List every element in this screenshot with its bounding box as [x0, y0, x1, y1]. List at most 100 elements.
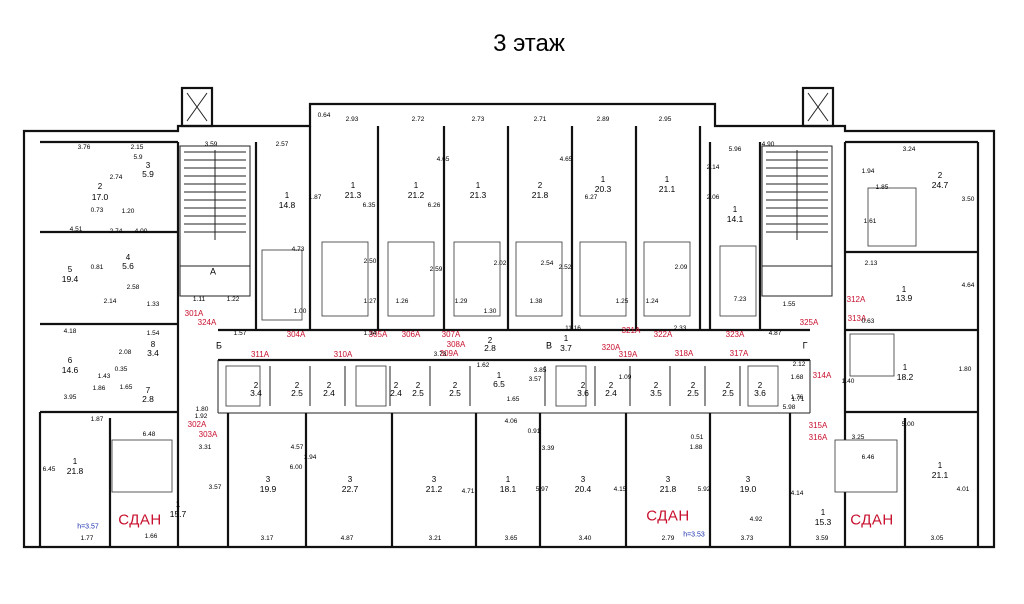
dimension-label: 4.92 [749, 515, 763, 523]
dimension-label: 3.40 [578, 534, 592, 542]
dimension-label: 1.88 [689, 443, 703, 451]
dimension-label: 2.74 [109, 227, 123, 235]
unit-code: 319А [618, 350, 638, 359]
dimension-label: 2.73 [471, 115, 485, 123]
room-number: 1 [496, 371, 502, 380]
room-number: 2 [393, 381, 399, 390]
dimension-label: 1.77 [80, 534, 94, 542]
room-area: 14.1 [726, 213, 744, 224]
dimension-label: 1.92 [194, 412, 208, 420]
room-number: 3 [265, 475, 271, 484]
ceiling-height: h=3.57 [77, 523, 99, 531]
unit-code: 307А [441, 330, 461, 339]
dimension-label: 3.76 [77, 143, 91, 151]
room-area: 2.5 [291, 387, 303, 398]
dimension-label: 3.17 [260, 534, 274, 542]
dimension-label: 3.73 [433, 350, 447, 358]
dimension-label: 1.65 [506, 395, 520, 403]
dimension-label: 5.92 [697, 485, 711, 493]
unit-code: 325А [799, 318, 819, 327]
room-number: 2 [608, 381, 614, 390]
corridor-label-g: Г [802, 340, 808, 351]
dimension-label: 3.59 [815, 534, 829, 542]
dimension-label: 1.22 [226, 295, 240, 303]
room-number: 3 [665, 475, 671, 484]
dimension-label: 6.27 [584, 193, 598, 201]
dimension-label: 4.71 [461, 487, 475, 495]
room-number: 2 [415, 381, 421, 390]
dimension-label: 2.72 [411, 115, 425, 123]
dimension-label: 1.20 [121, 207, 135, 215]
dimension-label: 2.15 [130, 143, 144, 151]
room-number: 1 [664, 175, 670, 184]
room-number: 3 [347, 475, 353, 484]
unit-code: 312А [846, 295, 866, 304]
room-area: 3.6 [577, 387, 589, 398]
dimension-label: 1.57 [233, 329, 247, 337]
dimension-label: 3.57 [528, 375, 542, 383]
room-area: 19.9 [259, 483, 277, 494]
dimension-label: 4.15 [613, 485, 627, 493]
room-number: 2 [725, 381, 731, 390]
room-number: 1 [505, 475, 511, 484]
dimension-label: 3.95 [63, 393, 77, 401]
dimension-label: 1.11 [192, 295, 206, 303]
room-area: 3.4 [250, 387, 262, 398]
room-area: 15.7 [169, 508, 187, 519]
room-area: 20.3 [594, 183, 612, 194]
dimension-label: 6.00 [289, 463, 303, 471]
dimension-label: 4.06 [504, 417, 518, 425]
dimension-label: 0.35 [114, 365, 128, 373]
room-area: 20.4 [574, 483, 592, 494]
dimension-label: 3.59 [204, 140, 218, 148]
room-number: 3 [745, 475, 751, 484]
room-number: 8 [150, 340, 156, 349]
room-area: 21.1 [658, 183, 676, 194]
dimension-label: 4.90 [761, 140, 775, 148]
dimension-label: 1.27 [363, 297, 377, 305]
room-area: 22.7 [341, 483, 359, 494]
dimension-label: 1.61 [863, 217, 877, 225]
dimension-label: 2.54 [540, 259, 554, 267]
room-number: 2 [452, 381, 458, 390]
room-area: 2.4 [390, 387, 402, 398]
room-area: 18.1 [499, 483, 517, 494]
dimension-label: 2.50 [363, 257, 377, 265]
room-area: 2.4 [323, 387, 335, 398]
dimension-label: 2.06 [706, 193, 720, 201]
room-area: 2.5 [722, 387, 734, 398]
dimension-label: 11.16 [565, 324, 581, 332]
room-number: 2 [690, 381, 696, 390]
dimension-label: 2.33 [673, 324, 687, 332]
dimension-label: 1.34 [363, 329, 377, 337]
dimension-label: 5.00 [901, 420, 915, 428]
room-number: 5 [67, 265, 73, 274]
unit-code: 303А [198, 430, 218, 439]
unit-code: 311А [250, 350, 270, 359]
room-area: 14.8 [278, 199, 296, 210]
sold-label: СДАН [646, 507, 690, 525]
dimension-label: 6.26 [427, 201, 441, 209]
dimension-label: 2.09 [674, 263, 688, 271]
room-area: 2.5 [449, 387, 461, 398]
dimension-label: 3.50 [961, 195, 975, 203]
room-area: 3.7 [560, 342, 572, 353]
dimension-label: 4.00 [134, 227, 148, 235]
room-number: 1 [820, 508, 826, 517]
dimension-label: 2.95 [658, 115, 672, 123]
room-number: 2 [97, 182, 103, 191]
dimension-label: 1.80 [958, 365, 972, 373]
room-number: 1 [732, 205, 738, 214]
unit-code: 321А [621, 326, 641, 335]
room-area: 2.5 [412, 387, 424, 398]
dimension-label: 5.98 [782, 403, 796, 411]
dimension-label: 1.76 [790, 393, 804, 401]
room-number: 1 [937, 461, 943, 470]
dimension-label: 4.18 [63, 327, 77, 335]
unit-code: 302А [187, 420, 207, 429]
room-area: 21.1 [931, 469, 949, 480]
dimension-label: 4.51 [69, 225, 83, 233]
room-number: 2 [253, 381, 259, 390]
room-number: 2 [757, 381, 763, 390]
room-area: 21.8 [531, 189, 549, 200]
